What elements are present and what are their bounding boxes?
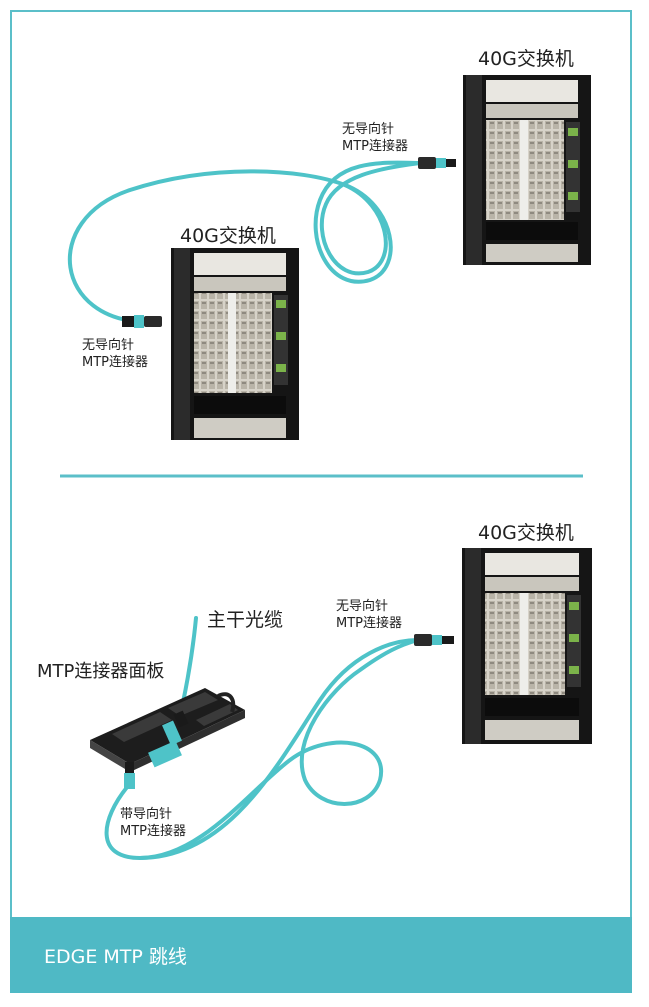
connector-bottom-switch-label-line1: 无导向针 bbox=[336, 599, 389, 614]
switch-bottom-label: 40G交换机 bbox=[478, 522, 574, 544]
footer-title: EDGE MTP 跳线 bbox=[44, 946, 187, 968]
switch-top-right bbox=[463, 75, 591, 265]
connector-top-right-label-line1: 无导向针 bbox=[342, 122, 395, 137]
trunk-cable-label: 主干光缆 bbox=[207, 609, 284, 631]
connector-bottom-panel-label-line2: MTP连接器 bbox=[120, 824, 186, 839]
switch-top-left-label: 40G交换机 bbox=[180, 225, 276, 247]
mtp-connector-bottom-switch bbox=[414, 634, 454, 646]
connector-bottom-switch-label-line2: MTP连接器 bbox=[336, 616, 402, 631]
switch-bottom bbox=[462, 548, 592, 744]
mtp-connector-bottom-panel bbox=[124, 762, 135, 789]
switch-top-left bbox=[171, 248, 299, 440]
footer-bar: EDGE MTP 跳线 bbox=[10, 917, 632, 993]
connector-top-left-label: 无导向针 MTP连接器 bbox=[82, 337, 148, 371]
connector-top-right-label: 无导向针 MTP连接器 bbox=[342, 121, 408, 155]
mtp-connector-panel bbox=[90, 688, 245, 772]
switch-top-right-label: 40G交换机 bbox=[478, 48, 574, 70]
mtp-connector-top-right bbox=[418, 157, 456, 169]
connector-top-left-label-line2: MTP连接器 bbox=[82, 355, 148, 370]
connector-bottom-panel-label: 带导向针 MTP连接器 bbox=[120, 806, 186, 840]
connector-top-right-label-line2: MTP连接器 bbox=[342, 139, 408, 154]
connector-bottom-panel-label-line1: 带导向针 bbox=[120, 807, 173, 822]
connector-top-left-label-line1: 无导向针 bbox=[82, 338, 135, 353]
patch-cable-top bbox=[67, 160, 422, 324]
connector-bottom-switch-label: 无导向针 MTP连接器 bbox=[336, 598, 402, 632]
mtp-connector-top-left bbox=[122, 315, 162, 328]
panel-label: MTP连接器面板 bbox=[37, 661, 165, 682]
patch-cable-bottom bbox=[104, 638, 420, 861]
